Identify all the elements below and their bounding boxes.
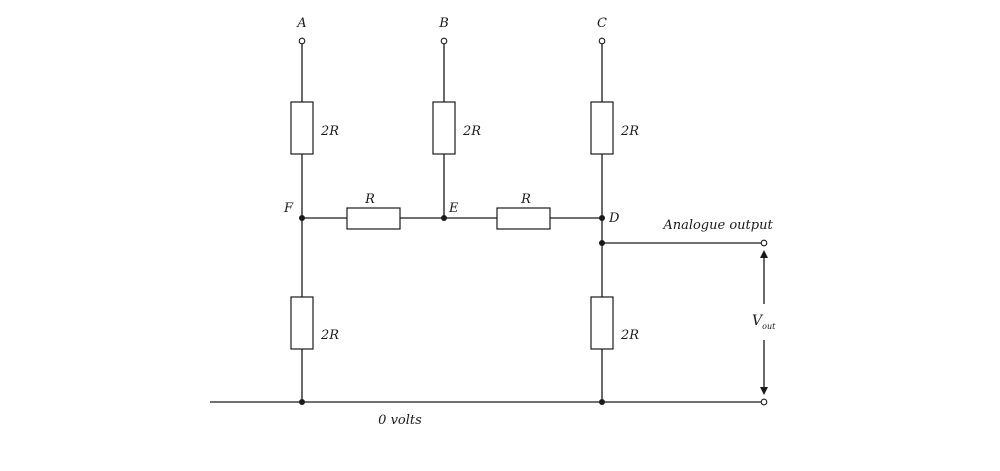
node-e-label: E (448, 201, 459, 216)
resistor-top-c-label: 2R (620, 124, 639, 139)
resistor-fe (346, 207, 401, 230)
vout-main: V (752, 313, 764, 329)
resistor-top-a (290, 101, 314, 155)
resistor-ed-label: R (520, 192, 531, 207)
node-f-label: F (283, 201, 294, 216)
analogue-output-label: Analogue output (662, 218, 773, 233)
resistor-top-b-label: 2R (462, 124, 481, 139)
junction-ground-d (599, 399, 605, 405)
resistor-top-b (432, 101, 456, 155)
terminal-b (440, 37, 448, 45)
terminal-b-label: B (438, 16, 449, 31)
ground-label: 0 volts (378, 413, 422, 428)
vout-label: Vout (752, 313, 776, 331)
resistor-bottom-d-label: 2R (620, 328, 639, 343)
output-terminal (760, 239, 768, 247)
resistor-ed (496, 207, 551, 230)
resistor-bottom-d (590, 296, 614, 350)
resistor-top-c (590, 101, 614, 155)
resistor-bottom-f (290, 296, 314, 350)
resistor-top-a-label: 2R (320, 124, 339, 139)
ground-terminal (760, 398, 768, 406)
resistor-bottom-f-label: 2R (320, 328, 339, 343)
junction-e (441, 215, 447, 221)
terminal-c (598, 37, 606, 45)
terminal-a (298, 37, 306, 45)
node-d-label: D (608, 211, 620, 226)
vout-subscript: out (762, 322, 776, 331)
resistor-fe-label: R (364, 192, 375, 207)
junction-ground-f (299, 399, 305, 405)
terminal-a-label: A (296, 16, 306, 31)
terminal-c-label: C (597, 16, 607, 31)
